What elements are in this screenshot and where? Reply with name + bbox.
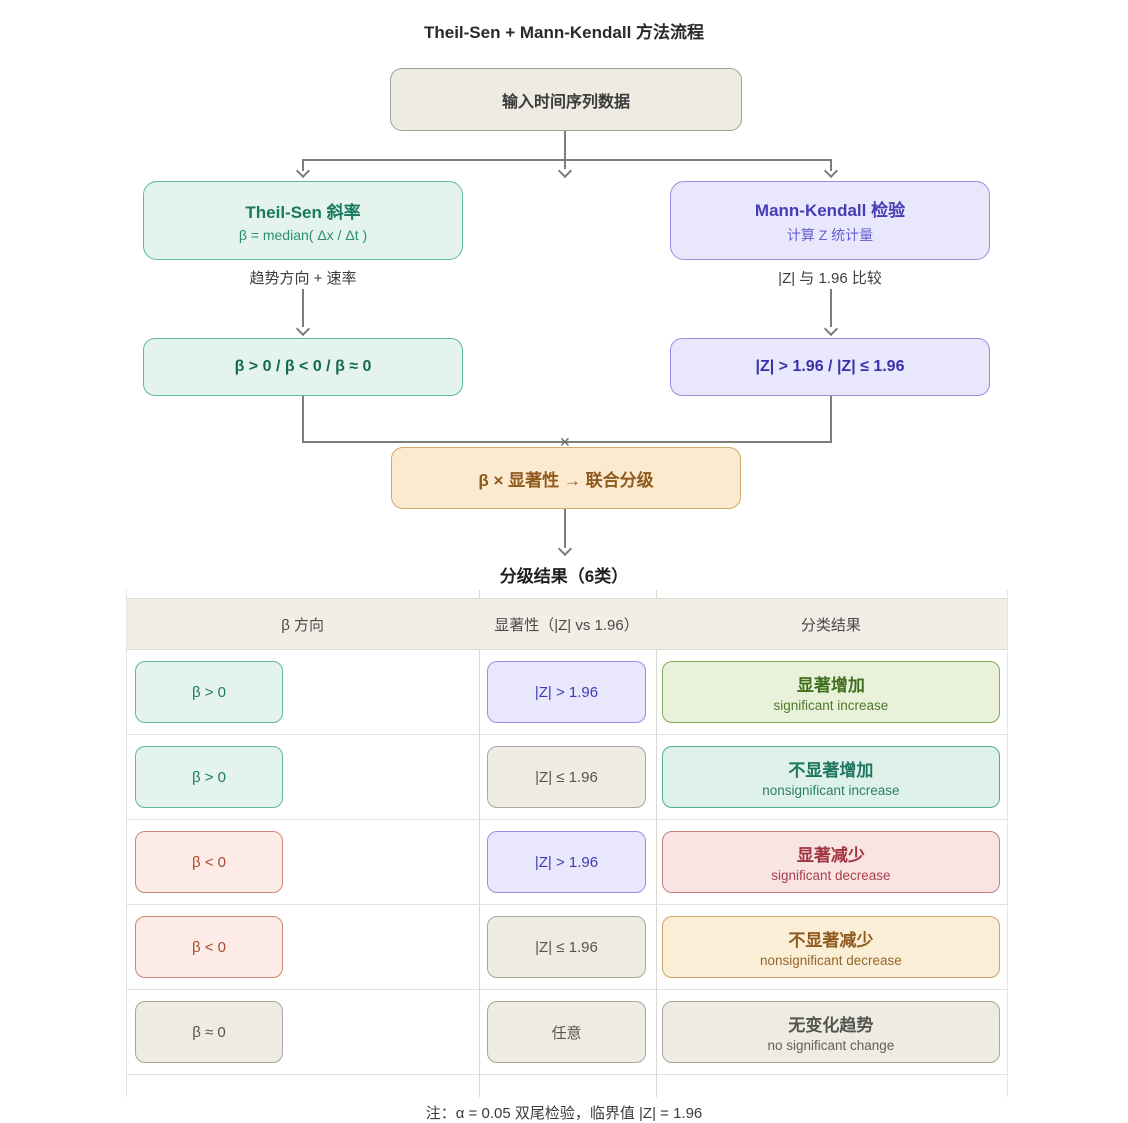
- node-mann-kendall-title: Mann-Kendall 检验: [754, 201, 906, 220]
- result-label-en: nonsignificant increase: [762, 783, 900, 798]
- grading-table: β 方向 显著性（|Z| vs 1.96） 分类结果 β > 0 |Z| > 1…: [126, 590, 1008, 1097]
- node-combined-grading: β × 显著性 → 联合分级: [391, 447, 741, 509]
- node-mann-kendall: Mann-Kendall 检验 计算 Z 统计量: [670, 181, 990, 260]
- beta-badge: β < 0: [135, 916, 283, 978]
- result-badge: 不显著增加 nonsignificant increase: [661, 746, 1000, 808]
- result-label-zh: 不显著增加: [788, 761, 874, 780]
- connector-line: [830, 396, 832, 443]
- result-label-zh: 显著减少: [796, 846, 865, 865]
- table-row: β < 0 |Z| > 1.96 显著减少 significant decrea…: [127, 820, 1007, 905]
- significance-cell: |Z| > 1.96: [478, 650, 655, 734]
- significance-badge: 任意: [487, 1001, 646, 1063]
- beta-badge: β > 0: [135, 746, 283, 808]
- connector-line: [564, 131, 566, 169]
- grading-result-heading: 分级结果（6类）: [499, 567, 629, 586]
- node-theil-sen-formula: β = median( Δx / Δt ): [238, 227, 368, 243]
- cross-junction-icon: ✕: [559, 434, 571, 450]
- node-combined-grading-label: β × 显著性 → 联合分级: [478, 470, 654, 490]
- beta-cell: β < 0: [127, 820, 478, 904]
- arrow-down-icon: [295, 321, 311, 337]
- column-divider: [656, 590, 657, 1097]
- column-divider: [479, 590, 480, 1097]
- node-z-cases: |Z| > 1.96 / |Z| ≤ 1.96: [670, 338, 990, 396]
- node-mann-kendall-formula: 计算 Z 统计量: [786, 227, 874, 243]
- arrow-down-icon: [295, 163, 311, 179]
- connector-line: [564, 509, 566, 548]
- significance-cell: |Z| ≤ 1.96: [478, 905, 655, 989]
- beta-badge: β ≈ 0: [135, 1001, 283, 1063]
- table-row: β ≈ 0 任意 无变化趋势 no significant change: [127, 990, 1007, 1075]
- significance-badge: |Z| > 1.96: [487, 831, 646, 893]
- result-cell: 显著增加 significant increase: [655, 650, 1007, 734]
- result-cell: 显著减少 significant decrease: [655, 820, 1007, 904]
- node-input-label: 输入时间序列数据: [501, 93, 630, 111]
- arrow-down-icon: [823, 163, 839, 179]
- result-label-en: no significant change: [767, 1038, 895, 1053]
- result-label-zh: 不显著减少: [788, 931, 874, 950]
- beta-cell: β > 0: [127, 650, 478, 734]
- beta-badge: β > 0: [135, 661, 283, 723]
- beta-badge: β < 0: [135, 831, 283, 893]
- node-theil-sen-title: Theil-Sen 斜率: [245, 203, 361, 222]
- node-theil-sen: Theil-Sen 斜率 β = median( Δx / Δt ): [143, 181, 463, 260]
- header-beta-direction: β 方向: [281, 616, 324, 634]
- node-beta-cases-label: β > 0 / β < 0 / β ≈ 0: [234, 358, 372, 375]
- node-input-data: 输入时间序列数据: [390, 68, 742, 131]
- node-beta-cases: β > 0 / β < 0 / β ≈ 0: [143, 338, 463, 396]
- header-classification: 分类结果: [800, 616, 861, 634]
- mann-kendall-note: |Z| 与 1.96 比较: [778, 270, 882, 287]
- arrow-down-icon: [823, 321, 839, 337]
- table-row: β > 0 |Z| > 1.96 显著增加 significant increa…: [127, 650, 1007, 735]
- arrow-down-icon: [557, 541, 573, 557]
- connector-line: [830, 159, 832, 171]
- result-badge: 无变化趋势 no significant change: [661, 1001, 1000, 1063]
- table-row: β > 0 |Z| ≤ 1.96 不显著增加 nonsignificant in…: [127, 735, 1007, 820]
- table-row: β < 0 |Z| ≤ 1.96 不显著减少 nonsignificant de…: [127, 905, 1007, 990]
- connector-line: [302, 289, 304, 327]
- beta-cell: β < 0: [127, 905, 478, 989]
- connector-line: [302, 159, 832, 161]
- result-badge: 显著增加 significant increase: [661, 661, 1000, 723]
- significance-badge: |Z| ≤ 1.96: [487, 916, 646, 978]
- significance-cell: |Z| ≤ 1.96: [478, 735, 655, 819]
- result-cell: 无变化趋势 no significant change: [655, 990, 1007, 1074]
- result-cell: 不显著减少 nonsignificant decrease: [655, 905, 1007, 989]
- header-significance: 显著性（|Z| vs 1.96）: [494, 616, 639, 634]
- beta-cell: β > 0: [127, 735, 478, 819]
- significance-badge: |Z| > 1.96: [487, 661, 646, 723]
- footnote: 注：α = 0.05 双尾检验，临界值 |Z| = 1.96: [425, 1105, 703, 1122]
- page-title: Theil-Sen + Mann-Kendall 方法流程: [423, 23, 705, 42]
- significance-badge: |Z| ≤ 1.96: [487, 746, 646, 808]
- result-badge: 不显著减少 nonsignificant decrease: [661, 916, 1000, 978]
- significance-cell: |Z| > 1.96: [478, 820, 655, 904]
- node-z-cases-label: |Z| > 1.96 / |Z| ≤ 1.96: [755, 358, 905, 375]
- beta-cell: β ≈ 0: [127, 990, 478, 1074]
- result-label-zh: 无变化趋势: [788, 1016, 874, 1035]
- connector-line: [830, 289, 832, 327]
- connector-line: [302, 159, 304, 171]
- result-cell: 不显著增加 nonsignificant increase: [655, 735, 1007, 819]
- significance-cell: 任意: [478, 990, 655, 1074]
- theil-sen-note: 趋势方向 + 速率: [249, 270, 357, 287]
- arrow-down-icon: [557, 163, 573, 179]
- result-label-zh: 显著增加: [796, 676, 865, 695]
- connector-line: [302, 441, 832, 443]
- result-badge: 显著减少 significant decrease: [661, 831, 1000, 893]
- result-label-en: significant increase: [773, 698, 889, 713]
- connector-line: [302, 396, 304, 443]
- table-header-row: β 方向 显著性（|Z| vs 1.96） 分类结果: [127, 598, 1007, 650]
- result-label-en: nonsignificant decrease: [759, 953, 902, 968]
- result-label-en: significant decrease: [771, 868, 891, 883]
